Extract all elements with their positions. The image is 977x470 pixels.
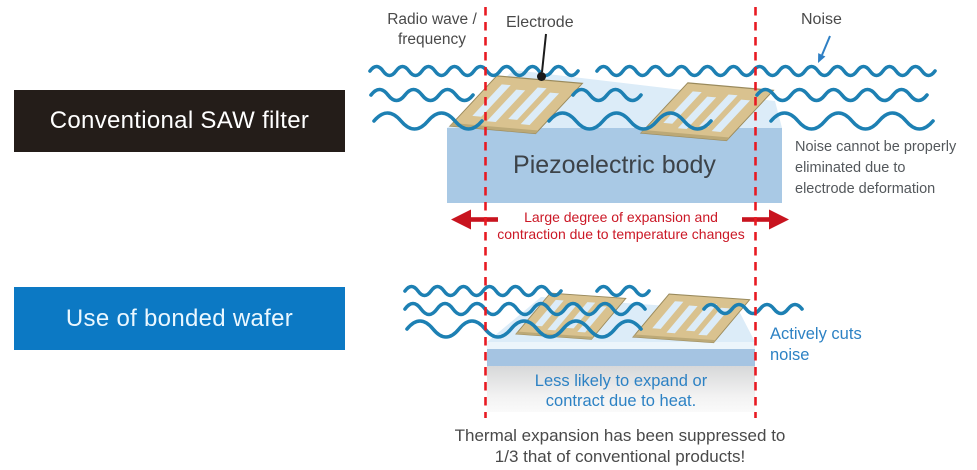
support-substrate (487, 366, 755, 412)
piezo-thin-layer (487, 342, 755, 349)
radio-wave-frequency-label: Radio wave / frequency (387, 11, 477, 49)
thermal-expansion-caption: Thermal expansion has been suppressed to… (454, 426, 786, 467)
electrode-pointer-line (541, 33, 547, 73)
bonded-wafer-label: Use of bonded wafer (14, 287, 345, 350)
piezoelectric-body-label: Piezoelectric body (513, 151, 716, 179)
electrode-pointer-dot (537, 72, 546, 81)
noise-elimination-note: Noise cannot be properly eliminated due … (795, 139, 957, 198)
electrode-label: Electrode (506, 14, 574, 31)
actively-cuts-noise-note: Actively cuts noise (770, 325, 862, 365)
heat-expansion-note: Less likely to expand or contract due to… (534, 372, 708, 411)
conventional-filter-graphic (368, 33, 937, 230)
expansion-note: Large degree of expansion and contractio… (497, 209, 745, 242)
conventional-saw-filter-text: Conventional SAW filter (49, 107, 310, 134)
bond-layer (487, 349, 755, 366)
noise-label: Noise (801, 11, 842, 28)
bonded-wafer-text: Use of bonded wafer (65, 304, 294, 332)
radio-waves-bottom (403, 284, 804, 339)
conventional-saw-filter-label: Conventional SAW filter (14, 90, 345, 152)
expansion-arrow-left (451, 209, 498, 230)
bonded-wafer-graphic (403, 284, 804, 412)
thermal-limit-lines (484, 7, 757, 418)
noise-pointer-arrow (818, 35, 831, 63)
